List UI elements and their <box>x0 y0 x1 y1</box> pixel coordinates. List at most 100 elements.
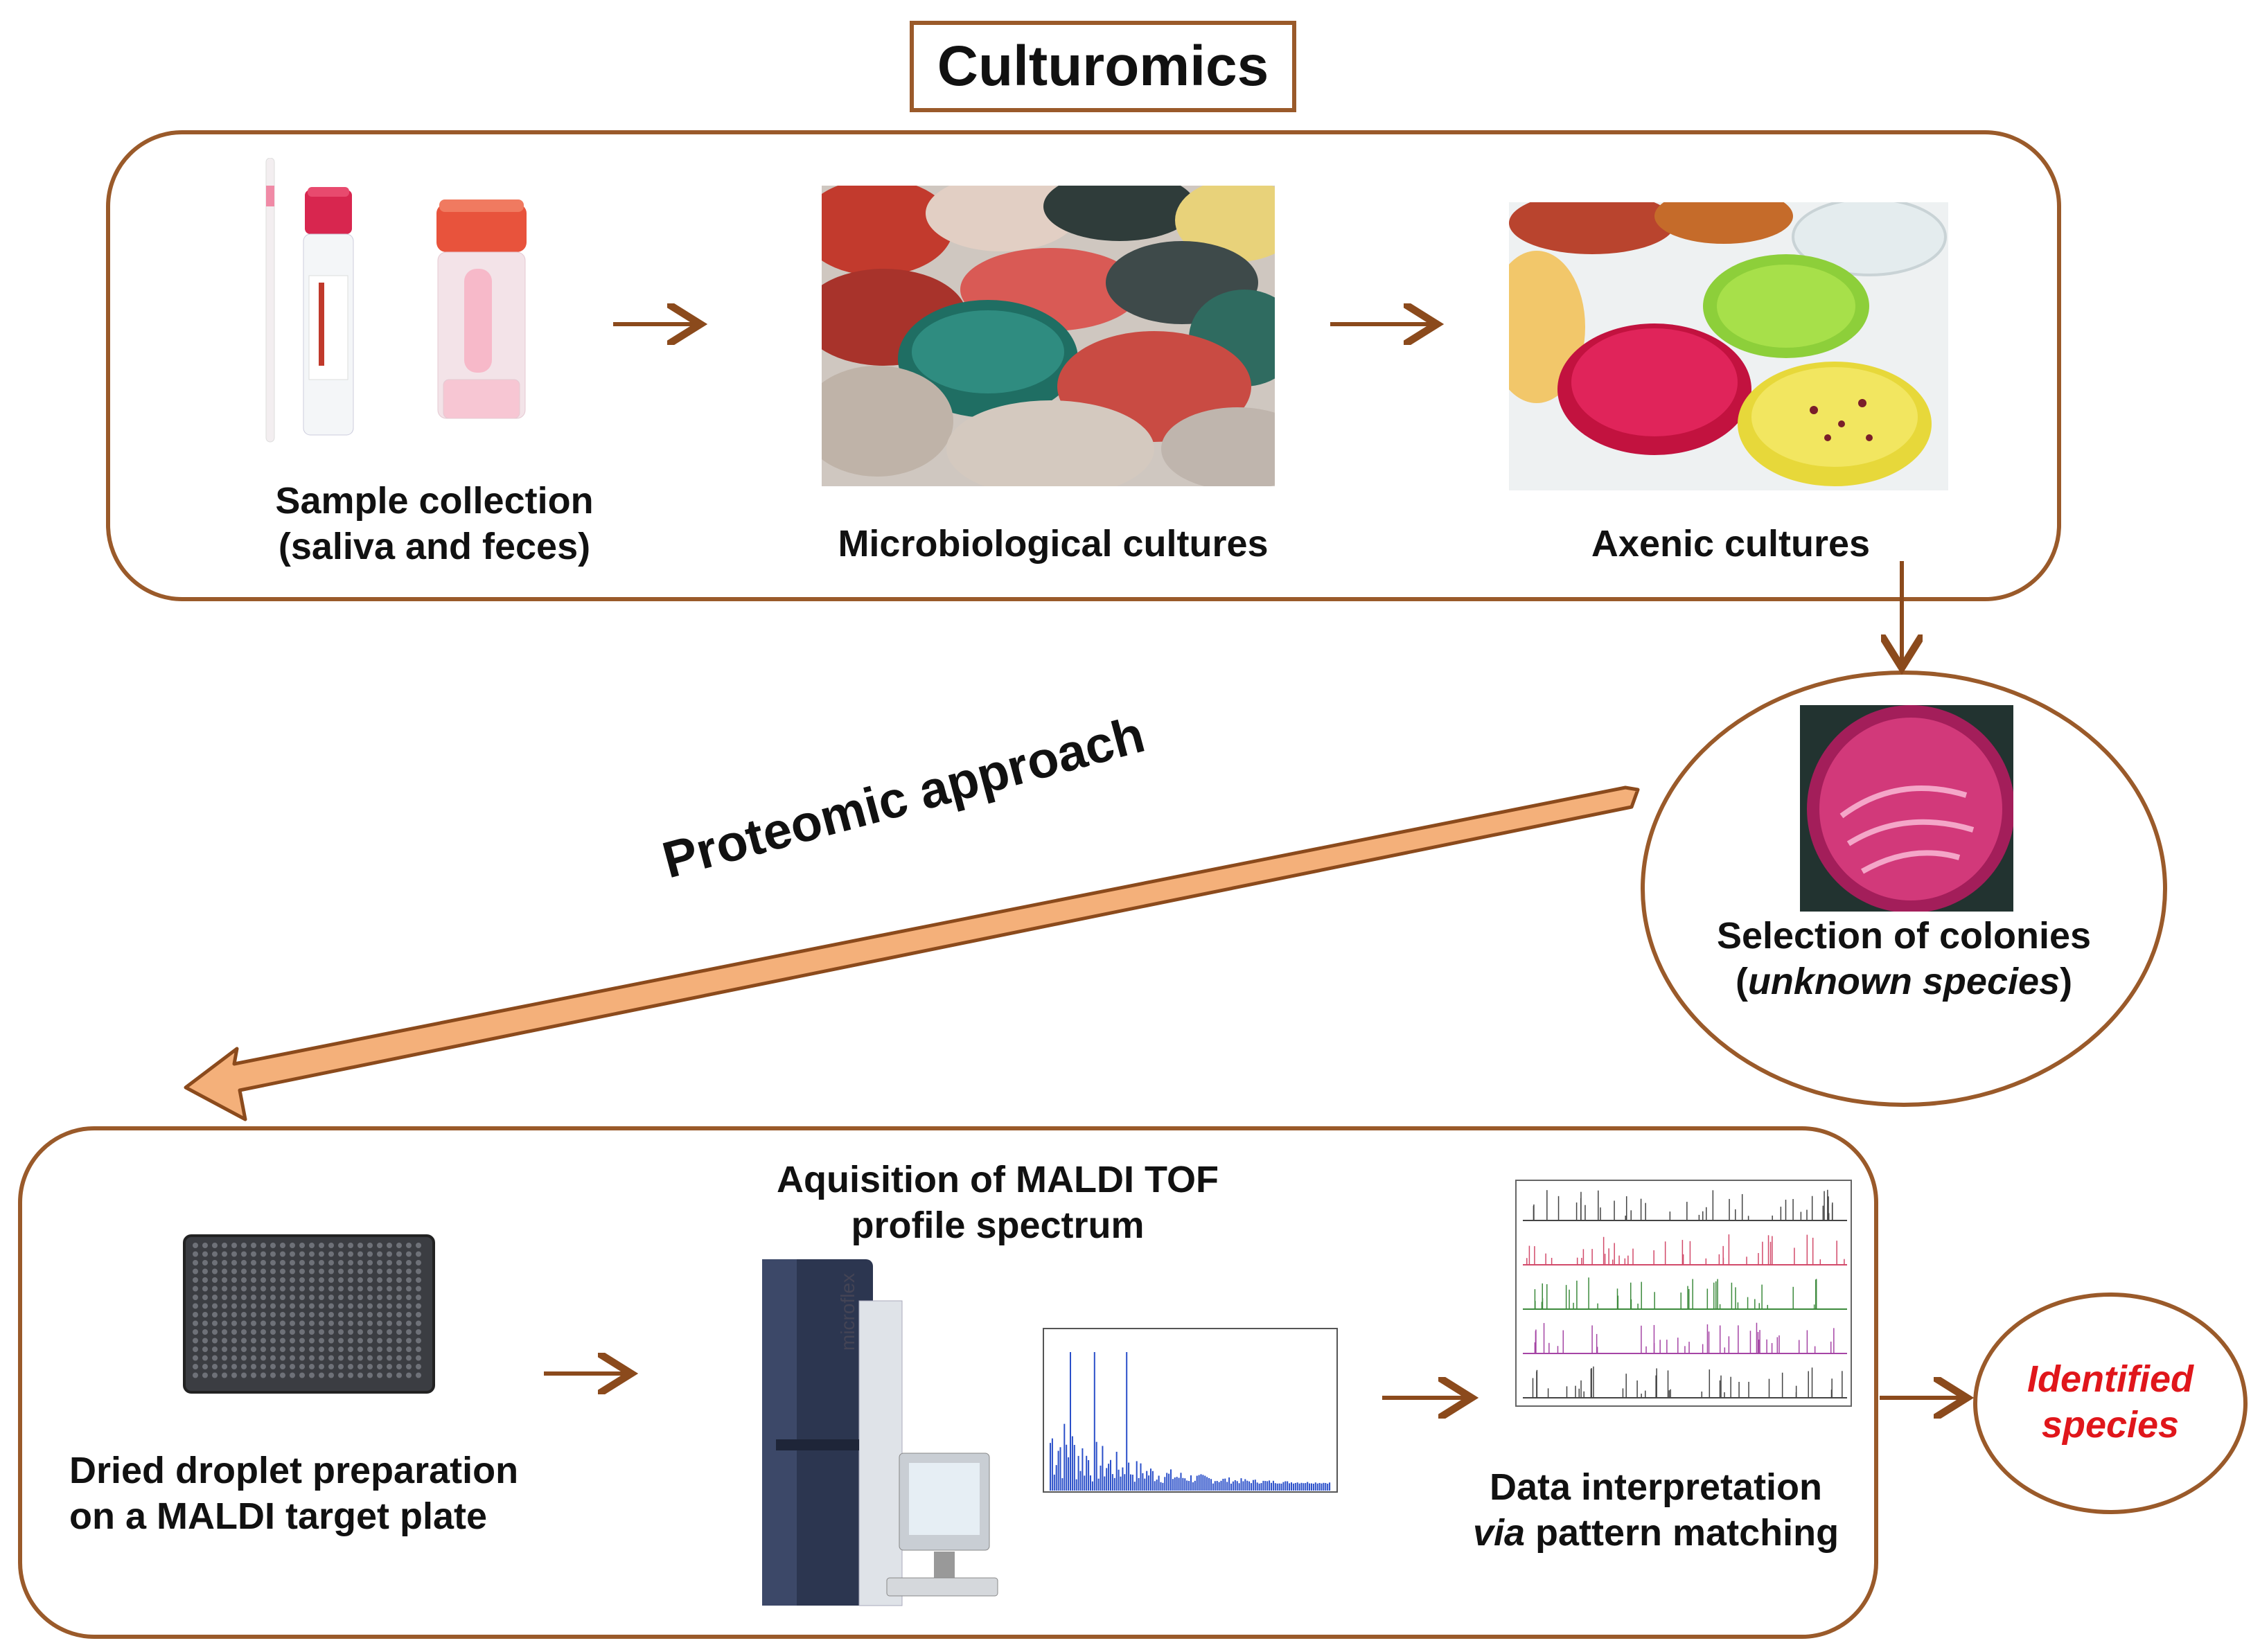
plate-well <box>416 1312 421 1317</box>
plate-well <box>348 1338 353 1344</box>
plate-well <box>231 1295 237 1300</box>
plate-well <box>357 1338 363 1344</box>
acquisition-label: Aquisition of MALDI TOF profile spectrum <box>777 1159 1219 1246</box>
plate-well <box>202 1372 208 1378</box>
plate-well <box>290 1243 295 1248</box>
plate-well <box>338 1355 344 1361</box>
plate-well <box>416 1260 421 1265</box>
pattern-matching-spectra <box>1509 1178 1855 1413</box>
plate-well <box>406 1268 412 1274</box>
plate-well <box>319 1268 324 1274</box>
plate-well <box>367 1260 373 1265</box>
plate-well <box>193 1268 198 1274</box>
axenic-cultures-label: Axenic cultures <box>1591 523 1871 565</box>
plate-well <box>319 1312 324 1317</box>
plate-well <box>348 1355 353 1361</box>
plate-well <box>387 1372 392 1378</box>
plate-well <box>261 1286 266 1292</box>
plate-well <box>416 1268 421 1274</box>
plate-well <box>387 1303 392 1309</box>
plate-well <box>202 1347 208 1352</box>
plate-well <box>396 1338 402 1344</box>
plate-well <box>396 1372 402 1378</box>
plate-well <box>222 1303 227 1309</box>
plate-well <box>367 1243 373 1248</box>
plate-well <box>357 1312 363 1317</box>
plate-well <box>290 1364 295 1369</box>
plate-well <box>328 1295 334 1300</box>
plate-well <box>222 1347 227 1352</box>
plate-well <box>280 1243 285 1248</box>
plate-well <box>261 1277 266 1283</box>
plate-well <box>231 1312 237 1317</box>
plate-well <box>319 1277 324 1283</box>
plate-well <box>357 1372 363 1378</box>
plate-well <box>222 1260 227 1265</box>
plate-well <box>280 1312 285 1317</box>
plate-well <box>328 1372 334 1378</box>
plate-well <box>261 1372 266 1378</box>
plate-well <box>348 1329 353 1335</box>
plate-well <box>193 1320 198 1326</box>
plate-well <box>319 1260 324 1265</box>
plate-well <box>222 1320 227 1326</box>
plate-well <box>261 1329 266 1335</box>
plate-well <box>241 1303 247 1309</box>
plate-well <box>319 1347 324 1352</box>
plate-well <box>193 1338 198 1344</box>
plate-well <box>367 1251 373 1257</box>
plate-well <box>387 1286 392 1292</box>
plate-well <box>338 1286 344 1292</box>
plate-well <box>241 1286 247 1292</box>
plate-well <box>251 1338 256 1344</box>
plate-well <box>241 1268 247 1274</box>
plate-well <box>416 1286 421 1292</box>
plate-well <box>406 1251 412 1257</box>
plate-well <box>299 1277 305 1283</box>
plate-well <box>299 1251 305 1257</box>
plate-well <box>241 1372 247 1378</box>
plate-well <box>270 1303 276 1309</box>
plate-well <box>299 1338 305 1344</box>
plate-well <box>251 1295 256 1300</box>
plate-well <box>357 1320 363 1326</box>
plate-well <box>290 1312 295 1317</box>
plate-well <box>193 1347 198 1352</box>
plate-well <box>309 1329 315 1335</box>
proteomics-panel <box>18 1126 1878 1639</box>
plate-well <box>299 1372 305 1378</box>
plate-well <box>222 1251 227 1257</box>
plate-well <box>299 1268 305 1274</box>
plate-well <box>357 1355 363 1361</box>
plate-well <box>406 1329 412 1335</box>
plate-well <box>319 1251 324 1257</box>
plate-well <box>387 1268 392 1274</box>
plate-well <box>280 1329 285 1335</box>
plate-well <box>338 1277 344 1283</box>
plate-well <box>387 1260 392 1265</box>
plate-well <box>280 1338 285 1344</box>
plate-well <box>251 1364 256 1369</box>
plate-well <box>377 1338 382 1344</box>
plate-well <box>251 1372 256 1378</box>
plate-well <box>202 1303 208 1309</box>
plate-well <box>367 1277 373 1283</box>
plate-well <box>251 1251 256 1257</box>
plate-well <box>202 1364 208 1369</box>
plate-well <box>299 1347 305 1352</box>
plate-well <box>231 1338 237 1344</box>
plate-well <box>367 1268 373 1274</box>
plate-well <box>261 1355 266 1361</box>
plate-well <box>270 1277 276 1283</box>
plate-well <box>212 1372 218 1378</box>
plate-well <box>396 1312 402 1317</box>
plate-well <box>241 1312 247 1317</box>
plate-well <box>290 1260 295 1265</box>
plate-well <box>406 1320 412 1326</box>
plate-well <box>261 1268 266 1274</box>
plate-well <box>261 1251 266 1257</box>
plate-well <box>212 1251 218 1257</box>
plate-well <box>231 1286 237 1292</box>
plate-well <box>338 1364 344 1369</box>
plate-well <box>270 1329 276 1335</box>
